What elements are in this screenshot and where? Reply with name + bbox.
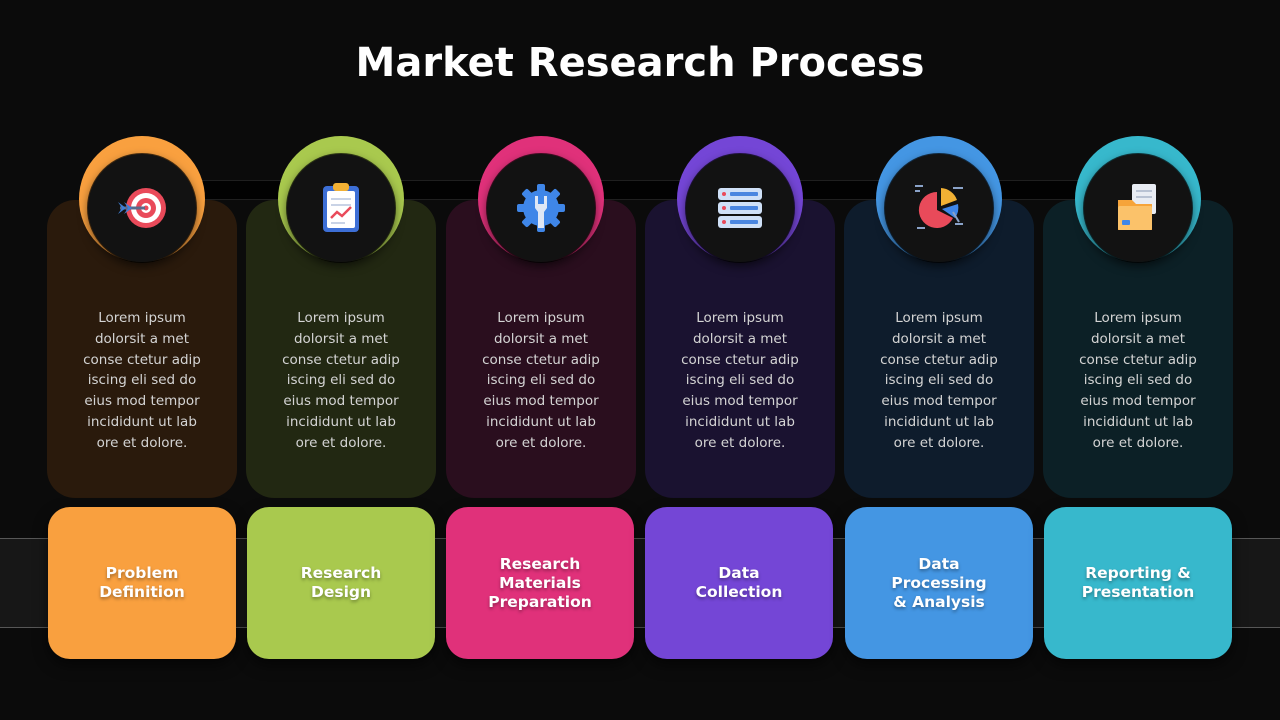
pie-chart-icon — [909, 178, 969, 238]
step-description: Lorem ipsum dolorsit a met conse ctetur … — [681, 310, 799, 451]
step-label: Data Processing & Analysis — [891, 554, 987, 611]
wrench-gear-icon — [511, 178, 571, 238]
step-data-processing-analysis: Lorem ipsum dolorsit a met conse ctetur … — [844, 0, 1034, 720]
step-label: Research Materials Preparation — [488, 554, 592, 611]
folder-report-icon — [1108, 178, 1168, 238]
step-description: Lorem ipsum dolorsit a met conse ctetur … — [282, 310, 400, 451]
step-reporting-presentation: Lorem ipsum dolorsit a met conse ctetur … — [1043, 0, 1233, 720]
step-label-box: Data Collection — [645, 507, 833, 659]
icon-circle — [885, 154, 993, 262]
step-label-box: Problem Definition — [48, 507, 236, 659]
step-label-box: Data Processing & Analysis — [845, 507, 1033, 659]
server-icon — [710, 178, 770, 238]
clipboard-icon — [311, 178, 371, 238]
target-icon — [112, 178, 172, 238]
step-research-design: Lorem ipsum dolorsit a met conse ctetur … — [246, 0, 436, 720]
step-research-materials-preparation: Lorem ipsum dolorsit a met conse ctetur … — [446, 0, 636, 720]
slide-title: Market Research Process — [355, 40, 925, 86]
step-problem-definition: Lorem ipsum dolorsit a met conse ctetur … — [47, 0, 237, 720]
step-description: Lorem ipsum dolorsit a met conse ctetur … — [1079, 310, 1197, 451]
step-data-collection: Lorem ipsum dolorsit a met conse ctetur … — [645, 0, 835, 720]
step-label: Data Collection — [695, 564, 783, 601]
step-description: Lorem ipsum dolorsit a met conse ctetur … — [83, 310, 201, 451]
step-description: Lorem ipsum dolorsit a met conse ctetur … — [880, 310, 998, 451]
step-label-box: Research Materials Preparation — [446, 507, 634, 659]
step-label: Problem Definition — [99, 564, 185, 601]
step-label-box: Research Design — [247, 507, 435, 659]
step-label: Research Design — [300, 564, 382, 601]
step-description: Lorem ipsum dolorsit a met conse ctetur … — [482, 310, 600, 451]
step-label-box: Reporting & Presentation — [1044, 507, 1232, 659]
step-label: Reporting & Presentation — [1081, 564, 1195, 601]
